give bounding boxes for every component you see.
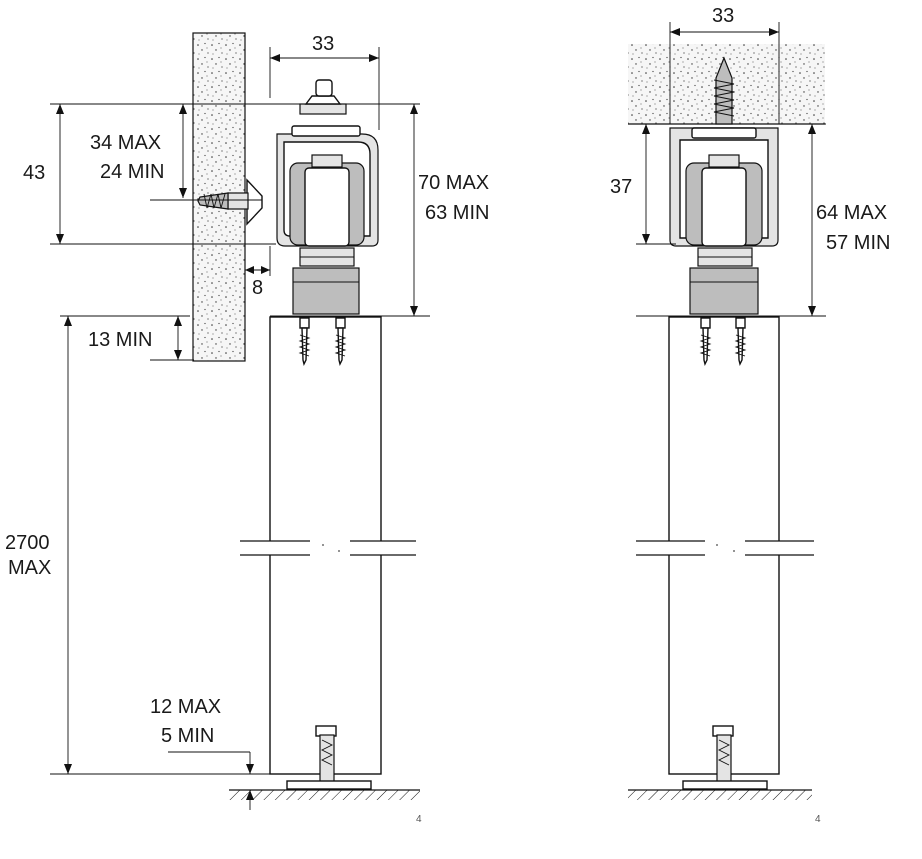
floor-guide-right [628,725,812,800]
corner-mark-left: 4 [416,814,422,825]
ceiling-screw [713,56,735,125]
label-floor-min: 5 MIN [161,725,214,747]
label-gap-8: 8 [252,277,263,299]
label-track-max-right: 64 MAX [816,202,887,224]
wall-screw [197,178,263,226]
track-profile-left [276,79,379,315]
track-profile-right [669,127,779,315]
right-view: 33 37 64 MAX 57 MIN 4 [610,5,890,825]
label-screw-min: 24 MIN [100,161,164,183]
label-floor-max: 12 MAX [150,696,221,718]
floor-guide-left [229,725,420,800]
dimension-lines-right [636,22,826,317]
dimension-lines-left [50,47,430,810]
label-screw-max: 34 MAX [90,132,161,154]
label-track-min-left: 63 MIN [425,202,489,224]
break-lines-right [636,540,814,556]
door-screws-right [699,317,747,367]
label-height-43: 43 [23,162,45,184]
label-width-33-right: 33 [712,5,734,27]
label-overlap-min: 13 MIN [88,329,152,351]
door-screws-left [298,317,347,367]
left-view: 33 43 34 MAX 24 MIN 70 MAX 63 MIN 8 13 M… [5,32,489,825]
label-door-height-unit: MAX [8,557,51,579]
label-height-37: 37 [610,176,632,198]
label-door-height-value: 2700 [5,532,50,554]
break-lines-left [240,540,416,556]
label-track-min-right: 57 MIN [826,232,890,254]
label-width-33-left: 33 [312,33,334,55]
corner-mark-right: 4 [815,814,821,825]
label-track-max-left: 70 MAX [418,172,489,194]
